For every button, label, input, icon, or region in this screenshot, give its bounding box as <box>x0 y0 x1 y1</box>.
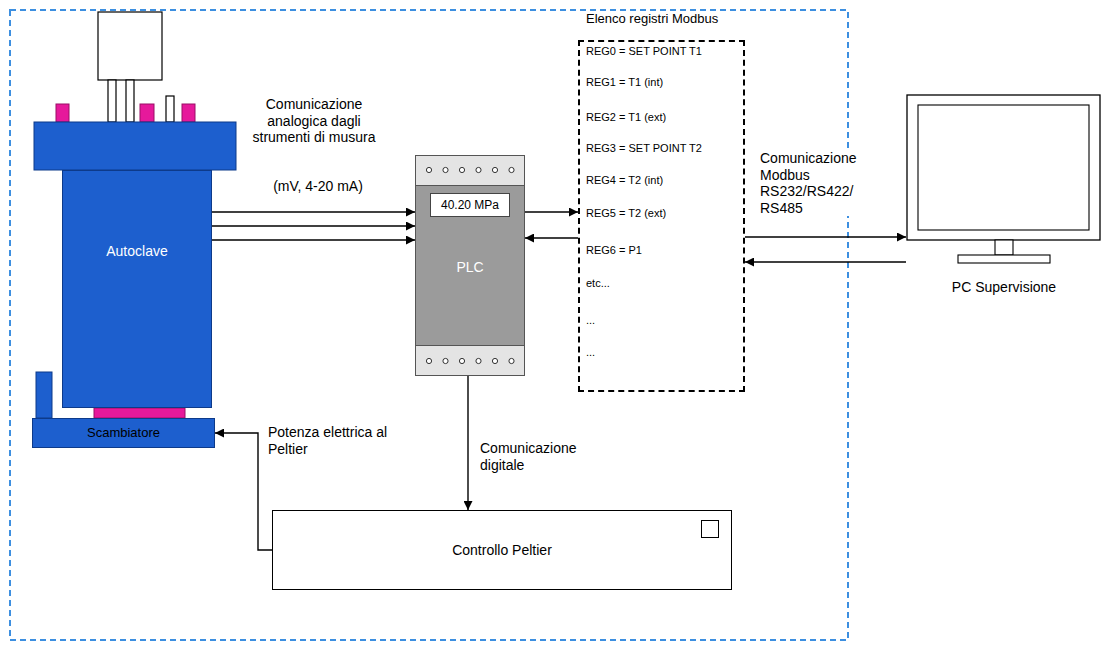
connector-arrow <box>215 433 272 550</box>
autoclave-head <box>56 12 195 122</box>
connector-arrow <box>745 261 906 262</box>
register-entry: REG4 = T2 (int) <box>586 174 741 187</box>
connector-arrow <box>525 237 578 238</box>
node-label: PLC <box>415 259 525 276</box>
status-led <box>701 520 719 538</box>
autoclave-lid <box>34 122 236 170</box>
connector-label: Potenza elettrica al Peltier <box>266 424 394 457</box>
connector-arrow <box>212 211 415 212</box>
connector-label: Comunicazione Modbus RS232/RS422/ RS485 <box>758 150 862 216</box>
exchanger-post <box>36 372 52 418</box>
register-entry: ... <box>586 314 741 327</box>
node-label: PC Supervisione <box>906 279 1102 296</box>
connector-arrow <box>212 225 415 226</box>
connector-label: Comunicazione analogica dagli strumenti … <box>248 96 380 146</box>
register-entry: REG1 = T1 (int) <box>586 76 741 89</box>
supervision-pc: PC Supervisione <box>906 93 1102 303</box>
heat-exchanger: Scambiatore <box>32 418 215 448</box>
register-entry: REG5 = T2 (ext) <box>586 207 741 220</box>
autoclave-body: Autoclave <box>62 170 212 408</box>
register-entry: REG0 = SET POINT T1 <box>586 45 741 58</box>
plc-unit: PLC 40.20 MPa <box>415 155 525 376</box>
connector-arrow <box>525 211 578 212</box>
connector-arrow <box>212 239 415 240</box>
connector-arrow <box>467 376 468 510</box>
node-label: Scambiatore <box>87 425 160 440</box>
connector-arrow <box>745 236 906 237</box>
node-label: Controllo Peltier <box>452 542 552 559</box>
node-label: 40.20 MPa <box>441 198 499 212</box>
peltier-controller: Controllo Peltier <box>272 510 732 590</box>
list-heading: Elenco registri Modbus <box>586 11 776 26</box>
connector-label: Comunicazione digitale <box>478 440 592 473</box>
register-entry: ... <box>586 346 741 359</box>
signal-range-note: (mV, 4-20 mA) <box>258 178 378 195</box>
register-entry: REG2 = T1 (ext) <box>586 111 741 124</box>
system-boundary <box>10 10 848 640</box>
register-entry: REG3 = SET POINT T2 <box>586 142 741 155</box>
plc-display: 40.20 MPa <box>430 193 510 217</box>
register-entry: etc... <box>586 277 741 290</box>
monitor-icon <box>906 93 1102 268</box>
node-label: Autoclave <box>106 243 167 260</box>
register-entry: REG6 = P1 <box>586 244 741 257</box>
modbus-register-list: Elenco registri ModbusREG0 = SET POINT T… <box>578 40 745 392</box>
peltier-plate <box>94 408 185 418</box>
